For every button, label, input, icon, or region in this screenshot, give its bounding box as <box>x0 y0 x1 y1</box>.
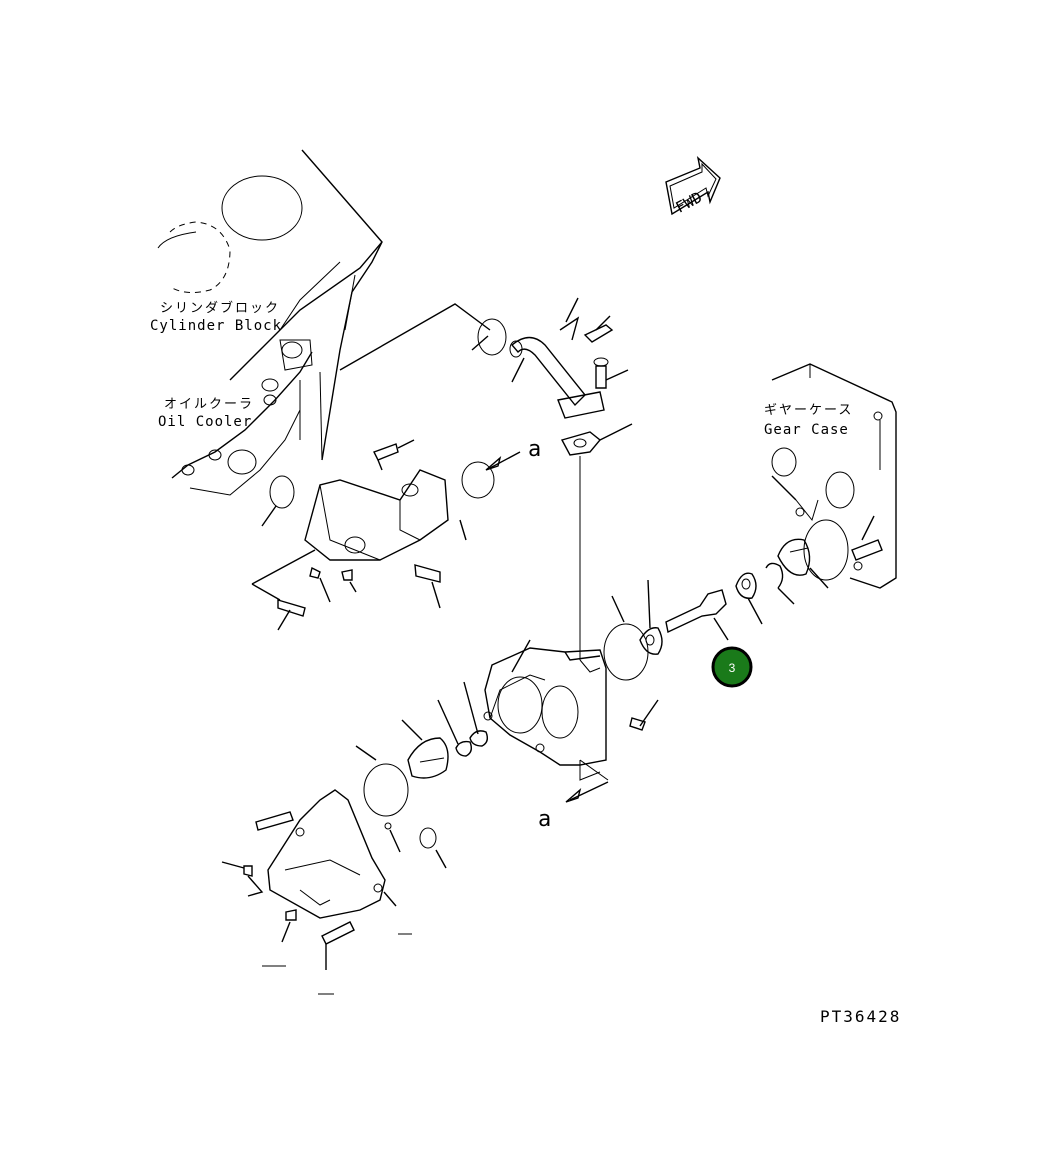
oil-cooler-jp-label: オイルクーラ <box>164 397 254 412</box>
fwd-arrow-icon: FWD <box>665 156 721 217</box>
view-a-top-label: a <box>528 437 541 462</box>
callout-3-circle[interactable] <box>711 646 753 688</box>
view-arrow-a-bottom: a <box>538 759 609 832</box>
gear-case-outline <box>771 363 897 589</box>
water-pump-body <box>437 639 659 781</box>
cylinder-block-outline <box>157 149 383 461</box>
fwd-label: FWD <box>673 188 705 217</box>
gear-case-en-label: Gear Case <box>764 422 849 438</box>
view-arrow-a-top: a <box>485 437 541 471</box>
thermostat-housing <box>251 439 495 631</box>
oil-cooler-en-label: Oil Cooler <box>158 414 252 430</box>
cylinder-block-en-label: Cylinder Block <box>150 318 282 334</box>
drawing-number: PT36428 <box>820 1007 901 1026</box>
impeller-and-cover <box>221 719 449 995</box>
view-a-bottom-label: a <box>538 807 551 832</box>
pump-shaft-and-gear <box>603 538 829 681</box>
oil-cooler-outline <box>171 339 313 496</box>
callout-3[interactable]: 3 <box>711 646 753 688</box>
callout-3-number[interactable]: 3 <box>729 661 736 675</box>
cylinder-block-jp-label: シリンダブロック <box>160 300 280 316</box>
water-pipe <box>339 297 633 660</box>
gear-case-jp-label: ギヤーケース <box>764 403 853 418</box>
